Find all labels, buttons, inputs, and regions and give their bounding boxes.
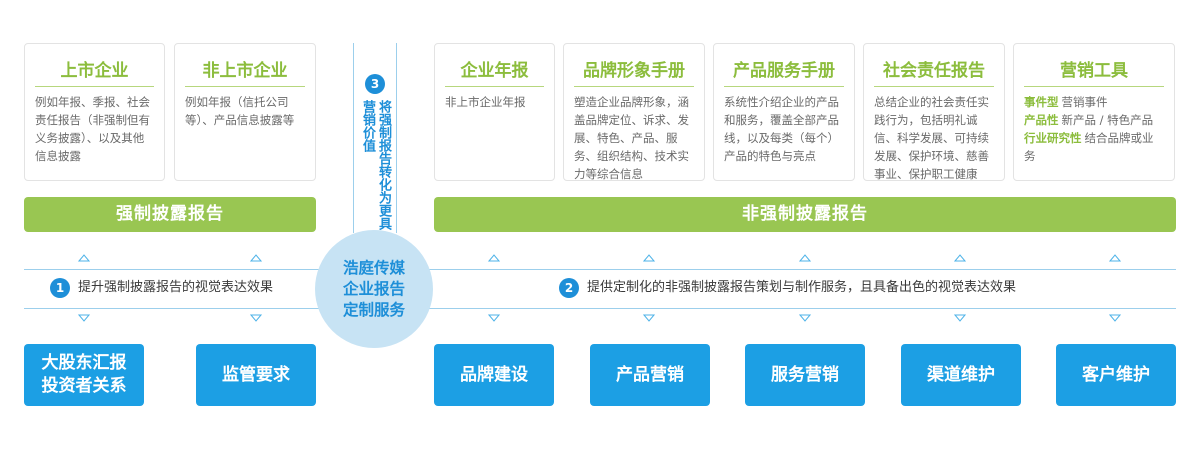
card-csr-report: 社会责任报告 总结企业的社会责任实践行为，包括明礼诚信、科学发展、可持续发展、保…: [863, 43, 1005, 181]
card-brand-manual: 品牌形象手册 塑造企业品牌形象，涵盖品牌定位、诉求、发展、特色、产品、服务、组织…: [563, 43, 705, 181]
center-line: 定制服务: [342, 300, 405, 319]
arrow-down-icon: [78, 314, 90, 322]
tool-type: 事件型: [1024, 95, 1059, 109]
divider-line: [24, 308, 1176, 309]
voluntary-disclosure-banner: 非强制披露报告: [434, 197, 1176, 232]
button-label: 监管要求: [222, 364, 290, 385]
arrow-down-icon: [954, 314, 966, 322]
brand-building-button[interactable]: 品牌建设: [434, 344, 554, 406]
card-product-manual: 产品服务手册 系统性介绍企业的产品和服务，覆盖全部产品线，以及每类（每个）产品的…: [713, 43, 855, 181]
tool-type: 产品性: [1024, 113, 1059, 127]
center-line: 浩庭传媒: [342, 258, 405, 277]
card-annual-report: 企业年报 非上市企业年报: [434, 43, 555, 181]
arrow-up-icon: [1109, 254, 1121, 262]
tool-item: 产品性新产品 / 特色产品: [1024, 111, 1164, 129]
card-unlisted-company: 非上市企业 例如年报（信托公司等）、产品信息披露等: [174, 43, 316, 181]
button-label: 品牌建设: [460, 364, 528, 385]
arrow-down-icon: [643, 314, 655, 322]
card-title: 非上市企业: [185, 56, 305, 87]
step-1-badge: 1: [50, 278, 70, 298]
card-description: 例如年报（信托公司等）、产品信息披露等: [185, 95, 295, 127]
card-description: 塑造企业品牌形象，涵盖品牌定位、诉求、发展、特色、产品、服务、组织结构、技术实力…: [574, 95, 689, 181]
divider-line: [24, 269, 1176, 270]
card-title: 企业年报: [445, 56, 544, 87]
card-description: 总结企业的社会责任实践行为，包括明礼诚信、科学发展、可持续发展、保护环境、慈善事…: [874, 95, 989, 181]
card-listed-company: 上市企业 例如年报、季报、社会责任报告（非强制但有义务披露）、以及其他信息披露: [24, 43, 165, 181]
feature-1: 1 提升强制披露报告的视觉表达效果: [50, 278, 273, 298]
feature-text: 提升强制披露报告的视觉表达效果: [78, 280, 274, 295]
card-title: 品牌形象手册: [574, 56, 694, 87]
feature-text: 提供定制化的非强制披露报告策划与制作服务，且具备出色的视觉表达效果: [587, 280, 1017, 295]
card-description: 非上市企业年报: [445, 95, 526, 109]
card-description: 事件型营销事件 产品性新产品 / 特色产品 行业研究性结合品牌或业务: [1024, 93, 1164, 165]
value-conversion-panel: 3 将强制报告转化为更具营销价值: [353, 43, 397, 233]
button-label: 投资者关系: [41, 376, 127, 396]
tool-item: 事件型营销事件: [1024, 93, 1164, 111]
button-label: 产品营销: [616, 364, 684, 385]
feature-2: 2 提供定制化的非强制披露报告策划与制作服务，且具备出色的视觉表达效果: [559, 278, 1016, 298]
tool-value: 新产品 / 特色产品: [1061, 113, 1154, 127]
step-3-badge: 3: [365, 74, 385, 94]
tool-value: 结合品牌或业务: [1024, 131, 1154, 163]
arrow-down-icon: [1109, 314, 1121, 322]
arrow-up-icon: [250, 254, 262, 262]
arrow-up-icon: [488, 254, 500, 262]
button-label: 渠道维护: [927, 364, 995, 385]
button-label: 大股东汇报: [41, 353, 127, 373]
tool-value: 营销事件: [1061, 95, 1108, 109]
step-2-badge: 2: [559, 278, 579, 298]
card-title: 产品服务手册: [724, 56, 844, 87]
product-marketing-button[interactable]: 产品营销: [590, 344, 710, 406]
card-title: 营销工具: [1024, 56, 1164, 87]
value-conversion-text: 将强制报告转化为更具营销价值: [360, 100, 391, 230]
channel-maintenance-button[interactable]: 渠道维护: [901, 344, 1021, 406]
arrow-down-icon: [799, 314, 811, 322]
card-marketing-tools: 营销工具 事件型营销事件 产品性新产品 / 特色产品 行业研究性结合品牌或业务: [1013, 43, 1175, 181]
mandatory-disclosure-banner: 强制披露报告: [24, 197, 316, 232]
center-service-circle: 浩庭传媒 企业报告 定制服务: [315, 230, 433, 348]
card-description: 系统性介绍企业的产品和服务，覆盖全部产品线，以及每类（每个）产品的特色与亮点: [724, 95, 839, 163]
arrow-up-icon: [799, 254, 811, 262]
arrow-down-icon: [488, 314, 500, 322]
card-description: 例如年报、季报、社会责任报告（非强制但有义务披露）、以及其他信息披露: [35, 95, 150, 163]
tool-item: 行业研究性结合品牌或业务: [1024, 129, 1164, 165]
shareholder-investor-button[interactable]: 大股东汇报 投资者关系: [24, 344, 144, 406]
arrow-up-icon: [954, 254, 966, 262]
arrow-up-icon: [643, 254, 655, 262]
arrow-down-icon: [250, 314, 262, 322]
regulatory-button[interactable]: 监管要求: [196, 344, 316, 406]
card-title: 上市企业: [35, 56, 154, 87]
tool-type: 行业研究性: [1024, 131, 1082, 145]
card-title: 社会责任报告: [874, 56, 994, 87]
service-marketing-button[interactable]: 服务营销: [745, 344, 865, 406]
customer-maintenance-button[interactable]: 客户维护: [1056, 344, 1176, 406]
button-label: 服务营销: [771, 364, 839, 385]
button-label: 客户维护: [1082, 364, 1150, 385]
center-line: 企业报告: [342, 279, 405, 298]
arrow-up-icon: [78, 254, 90, 262]
